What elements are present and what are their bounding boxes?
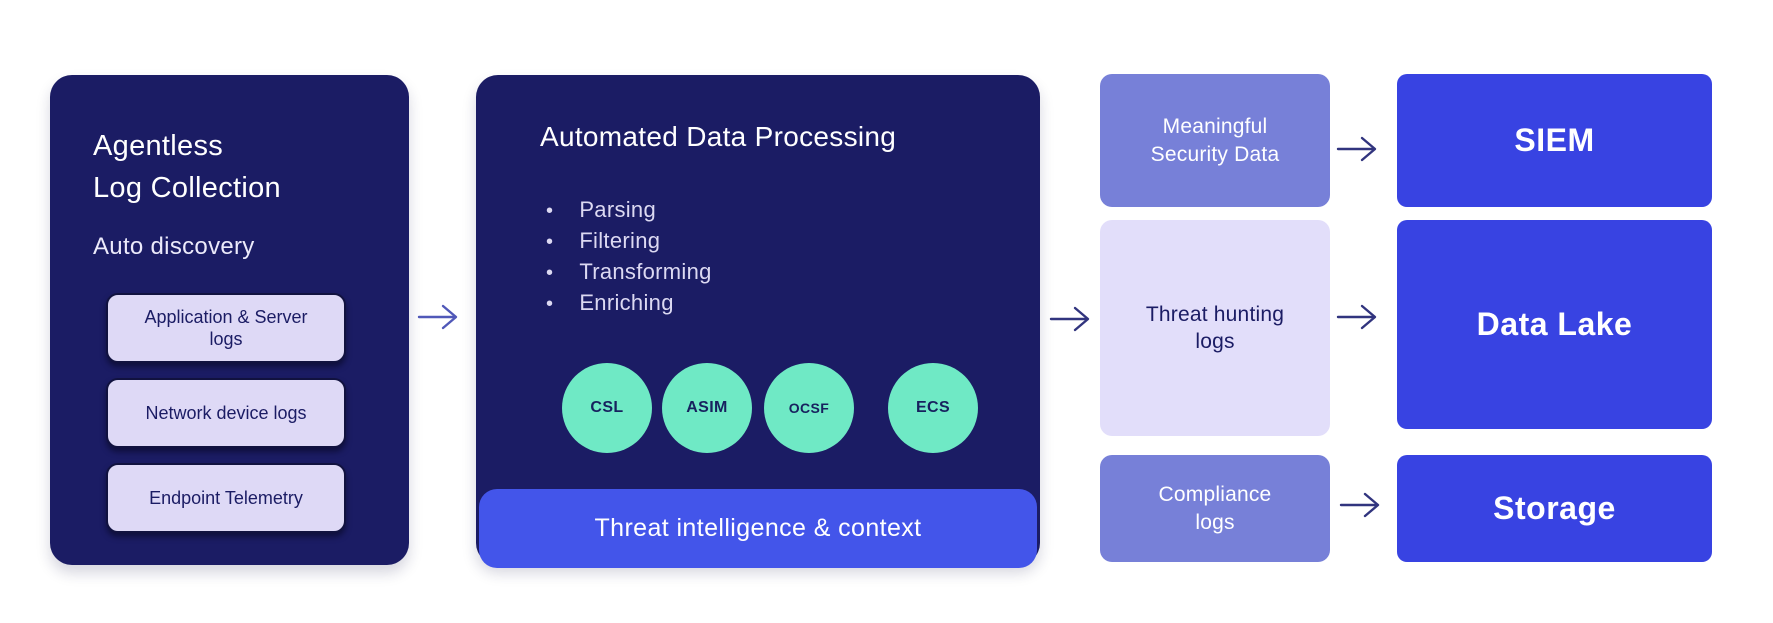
destination-box-siem: SIEM — [1397, 74, 1712, 207]
left-card-title: Agentless Log Collection — [93, 125, 281, 209]
destination-box-storage: Storage — [1397, 455, 1712, 562]
source-box-application-server-logs: Application & Server logs — [106, 293, 346, 363]
arrow-right-icon — [1335, 302, 1379, 332]
output-box-threat-hunting-logs: Threat hunting logs — [1100, 220, 1330, 436]
output-box-line: logs — [1195, 330, 1235, 353]
agentless-log-collection-card: Agentless Log Collection Auto discovery … — [50, 75, 409, 565]
arrow-right-icon — [1048, 304, 1092, 334]
ocsf-badge: OCSF — [764, 363, 854, 453]
arrow-right-icon — [416, 302, 460, 332]
arrow-right-icon — [1338, 490, 1382, 520]
output-box-meaningful-security-data: Meaningful Security Data — [1100, 74, 1330, 207]
source-box-line: Application & Server — [144, 306, 308, 327]
auto-discovery-label: Auto discovery — [93, 233, 255, 260]
automated-data-processing-card: Automated Data Processing Parsing Filter… — [476, 75, 1040, 568]
processing-step: Transforming — [546, 257, 712, 288]
asim-badge: ASIM — [662, 363, 752, 453]
output-box-line: Compliance — [1158, 483, 1272, 507]
processing-card-title: Automated Data Processing — [540, 121, 897, 152]
processing-step: Parsing — [546, 195, 712, 226]
source-box-network-device-logs: Network device logs — [106, 378, 346, 448]
destination-box-data-lake: Data Lake — [1397, 220, 1712, 429]
output-box-compliance-logs: Compliance logs — [1100, 455, 1330, 562]
source-box-line: logs — [209, 329, 243, 349]
processing-step: Enriching — [546, 288, 712, 319]
threat-intelligence-bar: Threat intelligence & context — [479, 489, 1037, 568]
ecs-badge: ECS — [888, 363, 978, 453]
source-box-endpoint-telemetry: Endpoint Telemetry — [106, 463, 346, 533]
left-card-title-line1: Agentless — [93, 130, 224, 162]
processing-steps-list: Parsing Filtering Transforming Enriching — [546, 195, 712, 319]
output-box-line: logs — [1195, 510, 1235, 534]
output-box-line: Threat hunting — [1145, 302, 1285, 326]
arrow-right-icon — [1335, 134, 1379, 164]
schema-badges-row: CSL ASIM OCSF ECS — [562, 363, 978, 453]
source-box-line: Network device logs — [145, 402, 307, 423]
csl-badge: CSL — [562, 363, 652, 453]
source-box-line: Endpoint Telemetry — [149, 487, 303, 508]
processing-step: Filtering — [546, 226, 712, 257]
output-box-line: Security Data — [1150, 142, 1280, 166]
left-card-title-line2: Log Collection — [93, 172, 281, 205]
output-box-line: Meaningful — [1162, 115, 1268, 139]
